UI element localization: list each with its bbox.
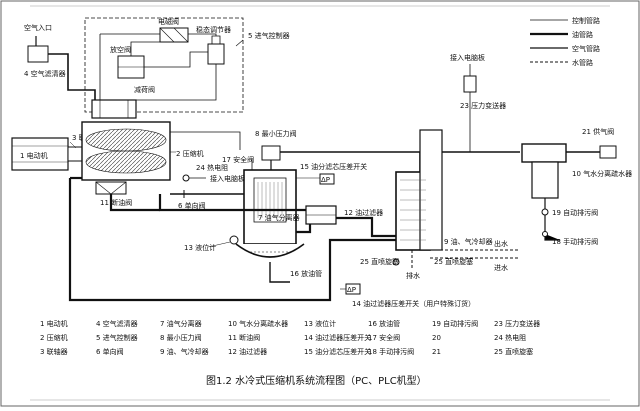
oil-pipe-filter-cooler bbox=[336, 216, 396, 238]
label-direct-cock: 25 直喷旋塞 bbox=[360, 257, 399, 266]
thermal-resistor bbox=[182, 174, 190, 182]
label-water-separator: 10 气水分离疏水器 bbox=[572, 169, 632, 178]
parts-table-cell: 2 压缩机 bbox=[40, 333, 68, 342]
legend-label-air: 空气管路 bbox=[572, 44, 600, 53]
oil-pipe-loop bbox=[68, 178, 396, 302]
label-safety-valve: 17 安全阀 bbox=[222, 155, 254, 164]
label-dp2: ΔP bbox=[347, 286, 356, 294]
air-filter bbox=[27, 45, 49, 63]
figure-caption: 图1.2 水冷式压缩机系统流程图（PC、PLC机型） bbox=[206, 374, 427, 387]
label-relief: 减荷阀 bbox=[134, 85, 155, 94]
parts-table-cell: 23 压力变送器 bbox=[494, 319, 540, 328]
parts-table-cell: 20 bbox=[432, 334, 441, 342]
parts-table-cell: 1 电动机 bbox=[40, 319, 68, 328]
throttle-regulator bbox=[207, 43, 225, 65]
label-filter-dp-switch: 15 油分滤芯压差开关 bbox=[300, 162, 367, 171]
parts-table-cell: 21 bbox=[432, 348, 441, 356]
label-pressure-transmitter: 23 压力变送器 bbox=[460, 101, 506, 110]
label-check-valve: 6 单向阀 bbox=[178, 201, 206, 210]
label-compressor: 2 压缩机 bbox=[176, 149, 204, 158]
parts-table-cell: 8 最小压力阀 bbox=[160, 333, 202, 342]
inlet-controller-box bbox=[84, 17, 244, 113]
parts-table: 1 电动机 4 空气滤清器 7 油气分离器 10 气水分离疏水器 13 液位计 16 放油… bbox=[40, 319, 540, 356]
supply-valve bbox=[599, 145, 617, 159]
label-water-in: 进水 bbox=[494, 263, 508, 272]
parts-table-cell: 3 联轴器 bbox=[40, 347, 68, 356]
intake-valve bbox=[91, 99, 137, 119]
parts-table-cell: 24 热电阻 bbox=[494, 333, 526, 342]
parts-table-cell: 12 油过滤器 bbox=[228, 347, 267, 356]
label-thermal-resistor: 24 热电阻 bbox=[196, 163, 228, 172]
legend-label-oil: 油管路 bbox=[572, 30, 593, 39]
label-air-filter: 4 空气滤清器 bbox=[24, 69, 66, 78]
label-air-inlet: 空气入口 bbox=[24, 23, 52, 32]
parts-table-cell: 11 断油阀 bbox=[228, 333, 260, 342]
solenoid-valve bbox=[159, 27, 189, 43]
parts-table-cell: 10 气水分离疏水器 bbox=[228, 319, 288, 328]
parts-table-cell: 9 油、气冷却器 bbox=[160, 347, 209, 356]
label-min-pressure-valve: 8 最小压力阀 bbox=[255, 129, 297, 138]
parts-table-cell: 18 手动排污阀 bbox=[368, 347, 414, 356]
label-to-controller-top: 接入电脑板 bbox=[450, 53, 485, 62]
level-gauge bbox=[229, 235, 239, 245]
manual-drain-valve bbox=[542, 231, 548, 237]
legend-label-control: 控制管路 bbox=[572, 16, 600, 25]
label-solenoid: 电磁阀 bbox=[158, 17, 179, 26]
parts-table-cell: 17 安全阀 bbox=[368, 333, 400, 342]
label-drain-pipe: 16 放油管 bbox=[290, 269, 322, 278]
parts-table-cell: 5 进气控制器 bbox=[96, 333, 138, 342]
label-motor: 1 电动机 bbox=[20, 151, 48, 160]
label-dp1: ΔP bbox=[321, 176, 330, 184]
label-throttle: 稳态调节器 bbox=[196, 25, 231, 34]
label-bypass: 放空阀 bbox=[110, 45, 131, 54]
motor bbox=[11, 137, 69, 171]
coupling bbox=[67, 146, 83, 162]
auto-drain-valve bbox=[541, 208, 549, 216]
label-drain: 排水 bbox=[406, 271, 420, 280]
label-level-gauge: 13 液位计 bbox=[184, 243, 216, 252]
label-oil-filter-dp-switch: 14 油过滤器压差开关（用户特殊订货） bbox=[352, 299, 475, 308]
parts-table-cell: 19 自动排污阀 bbox=[432, 319, 478, 328]
label-supply-valve: 21 供气阀 bbox=[582, 127, 614, 136]
water-separator bbox=[521, 143, 567, 163]
min-pressure-valve bbox=[261, 145, 281, 161]
air-pipe-filter-valve bbox=[48, 53, 96, 100]
parts-table-cell: 16 放油管 bbox=[368, 319, 400, 328]
legend: 控制管路 油管路 空气管路 水管路 bbox=[530, 16, 600, 67]
parts-table-cell: 7 油气分离器 bbox=[160, 319, 202, 328]
label-auto-drain: 19 自动排污阀 bbox=[552, 208, 598, 217]
parts-table-cell: 6 单向阀 bbox=[96, 347, 124, 356]
parts-table-cell: 4 空气滤清器 bbox=[96, 319, 138, 328]
label-inlet-controller: 5 进气控制器 bbox=[248, 31, 290, 40]
label-separator: 7 油气分离器 bbox=[258, 213, 300, 222]
parts-table-cell: 13 液位计 bbox=[304, 319, 336, 328]
oil-pipe-sep-filter bbox=[296, 224, 312, 234]
dp-switch-1 bbox=[319, 173, 335, 185]
parts-table-cell: 15 油分滤芯压差开关 bbox=[304, 347, 371, 356]
label-to-controller: 接入电脑板 bbox=[210, 174, 245, 183]
label-direct-cock-2: 25 直喷旋塞 bbox=[434, 257, 473, 266]
label-cooler: 9 油、气冷却器 bbox=[444, 237, 493, 246]
parts-table-cell: 25 直喷旋塞 bbox=[494, 347, 533, 356]
parts-table-cell: 14 油过滤器压差开关 bbox=[304, 333, 371, 342]
label-oil-filter: 12 油过滤器 bbox=[344, 208, 383, 217]
oil-cut-valve bbox=[95, 181, 127, 195]
label-manual-drain: 18 手动排污阀 bbox=[552, 237, 598, 246]
legend-label-water: 水管路 bbox=[572, 58, 593, 67]
label-water-out: 出水 bbox=[494, 239, 508, 248]
pressure-transmitter bbox=[463, 75, 477, 93]
label-oil-cut-valve: 11 断油阀 bbox=[100, 198, 132, 207]
